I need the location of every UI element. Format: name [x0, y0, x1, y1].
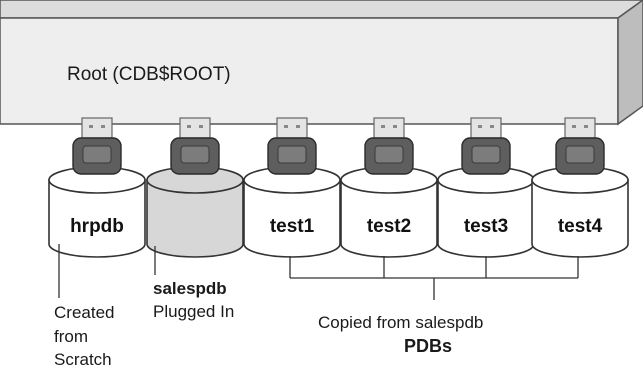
- plug-metal: [81, 117, 113, 139]
- plug-metal: [179, 117, 211, 139]
- plug-pin-left: [478, 125, 482, 128]
- usb-plug-icon: [267, 117, 317, 175]
- plug-pin-right: [101, 125, 105, 128]
- plug-pin-left: [381, 125, 385, 128]
- annotations: Created from Scratch salespdb Plugged In…: [54, 279, 483, 369]
- pdb-group: hrpdb test1 test2 test3 test4: [48, 117, 629, 258]
- plug-pin-right: [296, 125, 300, 128]
- hrpdb-note-line1: Created: [54, 303, 114, 322]
- plug-pin-right: [393, 125, 397, 128]
- hrpdb-note-line3: Scratch: [54, 350, 112, 369]
- plug-pin-left: [89, 125, 93, 128]
- pdb-test4: test4: [531, 117, 629, 258]
- salespdb-note: Plugged In: [153, 302, 234, 321]
- plug-face: [471, 145, 501, 164]
- plug-metal: [373, 117, 405, 139]
- plug-pin-right: [490, 125, 494, 128]
- plug-metal: [564, 117, 596, 139]
- pdb-name-label: test1: [270, 216, 315, 237]
- hrpdb-note-line2: from: [54, 327, 88, 346]
- group-title: PDBs: [404, 336, 452, 356]
- database-cylinder-icon: [340, 179, 438, 258]
- database-cylinder-icon: [531, 179, 629, 258]
- plug-metal: [470, 117, 502, 139]
- annotation-lines: [58, 244, 579, 300]
- plug-face: [277, 145, 307, 164]
- usb-plug-icon: [170, 117, 220, 175]
- pdb-name-label: hrpdb: [70, 216, 124, 237]
- plug-metal: [276, 117, 308, 139]
- plug-pin-right: [199, 125, 203, 128]
- plug-face: [565, 145, 595, 164]
- root-side-face: [617, 0, 643, 126]
- pdb-test3: test3: [437, 117, 535, 258]
- plug-pin-left: [284, 125, 288, 128]
- usb-plug-icon: [364, 117, 414, 175]
- root-top-face: [0, 0, 643, 19]
- usb-plug-icon: [72, 117, 122, 175]
- copied-note: Copied from salespdb: [318, 313, 483, 332]
- pdb-name-label: test2: [367, 216, 411, 237]
- database-cylinder-icon: [48, 179, 146, 258]
- root-label: Root (CDB$ROOT): [67, 64, 231, 85]
- plug-face: [374, 145, 404, 164]
- pdb-name-label: test3: [464, 216, 508, 237]
- root-front-face: [0, 17, 619, 125]
- salespdb-label: salespdb: [153, 279, 227, 298]
- usb-plug-icon: [555, 117, 605, 175]
- plug-pin-left: [572, 125, 576, 128]
- database-cylinder-icon: [243, 179, 341, 258]
- usb-plug-icon: [461, 117, 511, 175]
- database-cylinder-icon: [437, 179, 535, 258]
- root-container: Root (CDB$ROOT): [0, 0, 643, 126]
- database-cylinder-icon: [146, 179, 244, 258]
- pdb-test2: test2: [340, 117, 438, 258]
- plug-pin-left: [187, 125, 191, 128]
- plug-pin-right: [584, 125, 588, 128]
- pdb-test1: test1: [243, 117, 341, 258]
- pdb-hrpdb: hrpdb: [48, 117, 146, 258]
- pdb-name-label: test4: [558, 216, 603, 237]
- pdb-salespdb: [146, 117, 244, 258]
- plug-face: [180, 145, 210, 164]
- plug-face: [82, 145, 112, 164]
